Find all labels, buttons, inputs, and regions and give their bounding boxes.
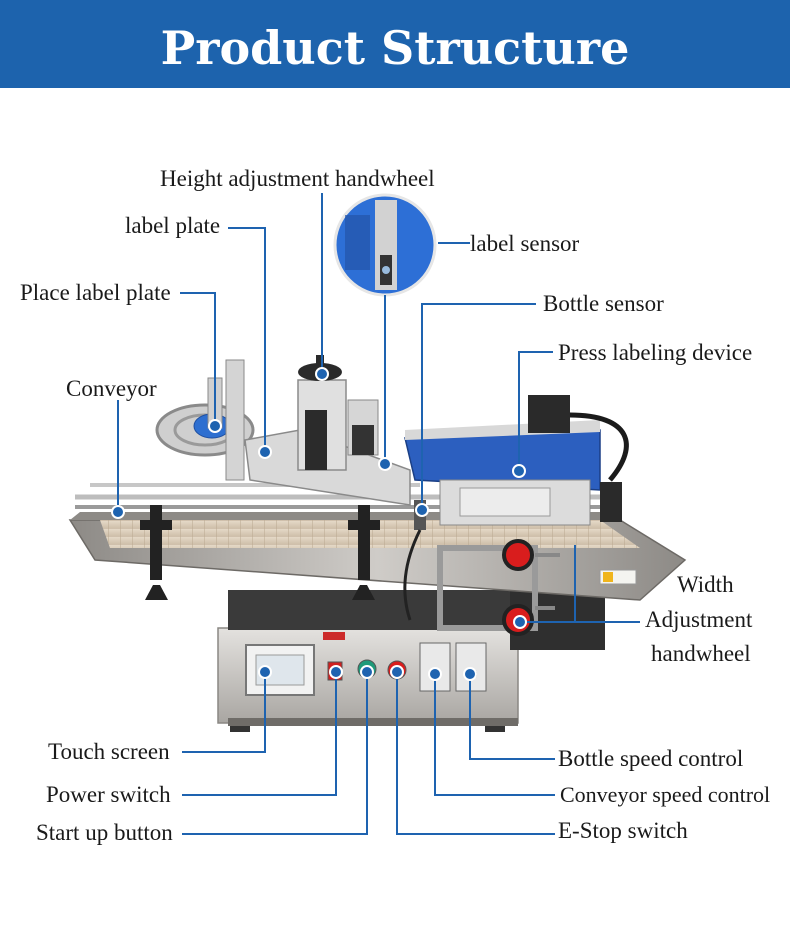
label-start-up-button: Start up button xyxy=(36,820,173,845)
label-label-sensor: label sensor xyxy=(470,231,580,256)
page-title: Product Structure xyxy=(160,21,630,75)
label-label-plate: label plate xyxy=(125,213,220,238)
label-power-switch: Power switch xyxy=(46,782,171,807)
label-conveyor-speed-control: Conveyor speed control xyxy=(560,782,770,807)
machine-illustration xyxy=(68,355,687,732)
label-width-line1: Width xyxy=(677,572,734,597)
machine-diagram: Height adjustment handwheel label plate … xyxy=(20,166,770,845)
label-bottle-speed-control: Bottle speed control xyxy=(558,746,743,771)
label-press-labeling-device: Press labeling device xyxy=(558,340,752,365)
label-sensor-inset xyxy=(333,193,437,297)
label-bottle-sensor: Bottle sensor xyxy=(543,291,664,316)
label-width-line3: handwheel xyxy=(651,641,751,666)
label-place-label-plate: Place label plate xyxy=(20,280,171,305)
label-roll-post xyxy=(225,359,245,481)
label-height-adjustment-handwheel: Height adjustment handwheel xyxy=(160,166,435,191)
title-banner: Product Structure xyxy=(0,0,790,88)
label-conveyor: Conveyor xyxy=(66,376,157,401)
width-adjustment-handwheel[interactable] xyxy=(502,539,534,571)
label-width-line2: Adjustment xyxy=(645,607,753,632)
label-touch-screen: Touch screen xyxy=(48,739,170,764)
callout-dots xyxy=(111,367,527,681)
callout-lines xyxy=(117,193,640,835)
label-e-stop-switch: E-Stop switch xyxy=(558,818,688,843)
